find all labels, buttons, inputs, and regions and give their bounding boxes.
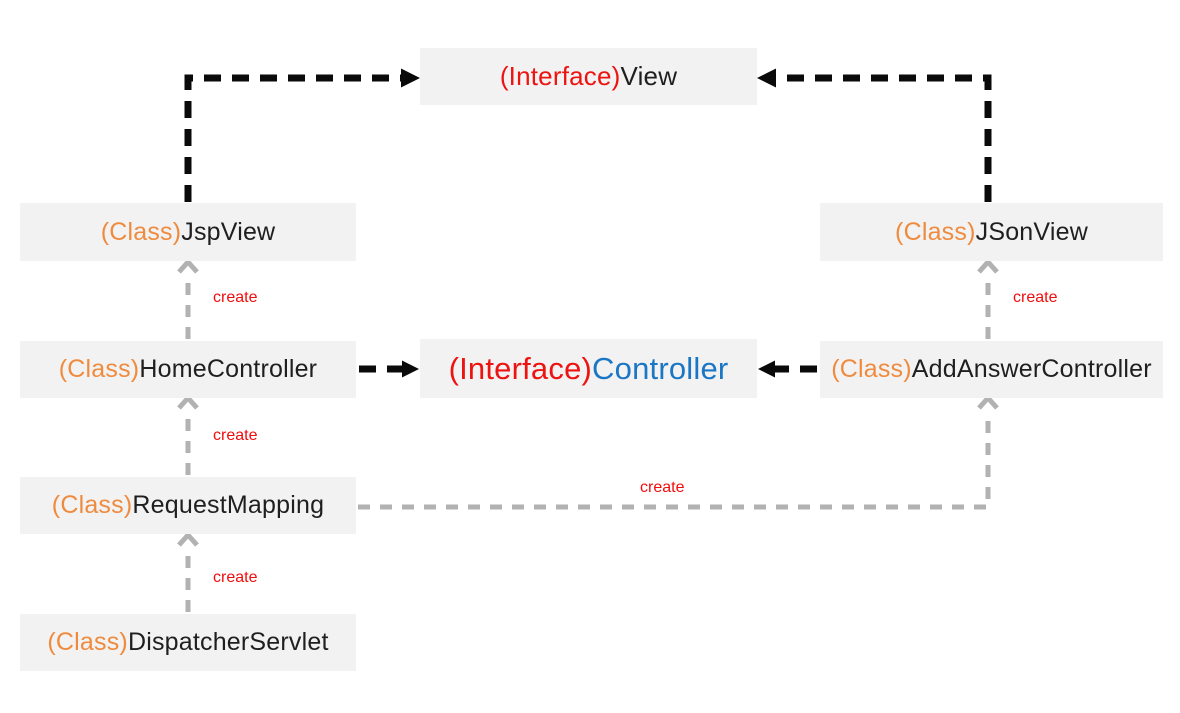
node-homecontroller-name: HomeController xyxy=(139,355,318,383)
node-jsonview: (Class)JSonView xyxy=(820,203,1163,261)
node-requestmapping: (Class)RequestMapping xyxy=(20,477,356,534)
create-label-homecontroller-jspview: create xyxy=(213,289,258,306)
node-view: (Interface)View xyxy=(420,48,757,105)
node-jspview-name: JspView xyxy=(181,217,276,246)
arrow-jspview-implements-view xyxy=(184,68,420,202)
node-addanswercontroller-stereotype: (Class) xyxy=(831,355,912,383)
node-controller-stereotype: (Interface) xyxy=(448,350,593,386)
node-jsonview-stereotype: (Class) xyxy=(895,217,976,246)
node-requestmapping-name: RequestMapping xyxy=(132,491,325,519)
arrow-addanswercontroller-implements-controller xyxy=(758,360,817,378)
create-label-dispatcherservlet-requestmapping: create xyxy=(213,569,258,586)
node-homecontroller-stereotype: (Class) xyxy=(58,355,140,383)
create-label-addanswercontroller-jsonview: create xyxy=(1013,289,1058,306)
node-requestmapping-stereotype: (Class) xyxy=(51,491,133,519)
node-homecontroller: (Class)HomeController xyxy=(20,341,356,398)
arrow-jsonview-implements-view xyxy=(757,68,992,202)
arrow-requestmapping-creates-homecontroller xyxy=(177,394,199,475)
node-view-stereotype: (Interface) xyxy=(499,61,621,91)
node-addanswercontroller: (Class)AddAnswerController xyxy=(820,341,1163,398)
arrow-homecontroller-creates-jspview xyxy=(177,258,199,339)
node-view-name: View xyxy=(620,61,678,91)
node-jspview-stereotype: (Class) xyxy=(100,217,182,246)
node-controller: (Interface)Controller xyxy=(420,339,757,398)
create-label-requestmapping-homecontroller: create xyxy=(213,427,258,444)
node-dispatcherservlet: (Class)DispatcherServlet xyxy=(20,614,356,671)
node-jspview: (Class)JspView xyxy=(20,203,356,261)
node-dispatcherservlet-name: DispatcherServlet xyxy=(127,628,329,656)
arrow-addanswercontroller-creates-jsonview xyxy=(977,258,999,339)
node-controller-name: Controller xyxy=(592,350,729,386)
node-addanswercontroller-name: AddAnswerController xyxy=(911,355,1152,383)
arrow-homecontroller-implements-controller xyxy=(359,360,419,378)
create-label-requestmapping-addanswercontroller: create xyxy=(640,479,685,496)
node-jsonview-name: JSonView xyxy=(975,217,1088,246)
arrow-dispatcherservlet-creates-requestmapping xyxy=(177,531,199,612)
node-dispatcherservlet-stereotype: (Class) xyxy=(47,628,128,656)
